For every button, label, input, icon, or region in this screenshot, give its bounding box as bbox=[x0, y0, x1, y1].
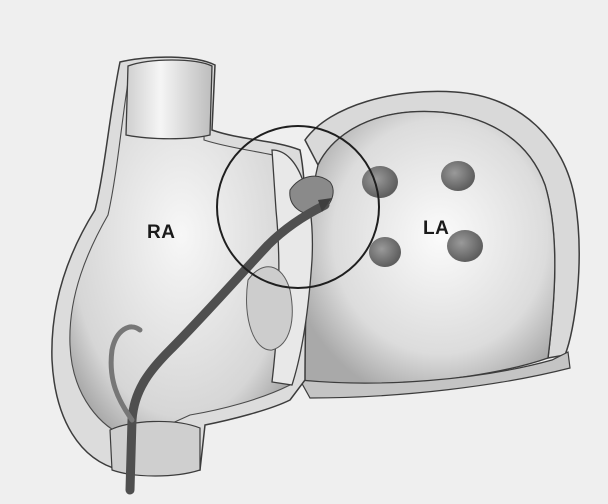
pulmonary-vein-lower-left bbox=[369, 237, 401, 267]
left-atrium-cavity bbox=[300, 112, 555, 390]
pulmonary-vein-upper-right bbox=[441, 161, 475, 191]
left-atrium-label: LA bbox=[423, 218, 449, 240]
right-atrium-label: RA bbox=[147, 222, 175, 244]
superior-vena-cava bbox=[126, 60, 212, 139]
pulmonary-vein-upper-left bbox=[362, 166, 398, 198]
inferior-vena-cava bbox=[110, 421, 200, 476]
pulmonary-vein-lower-right bbox=[447, 230, 483, 262]
